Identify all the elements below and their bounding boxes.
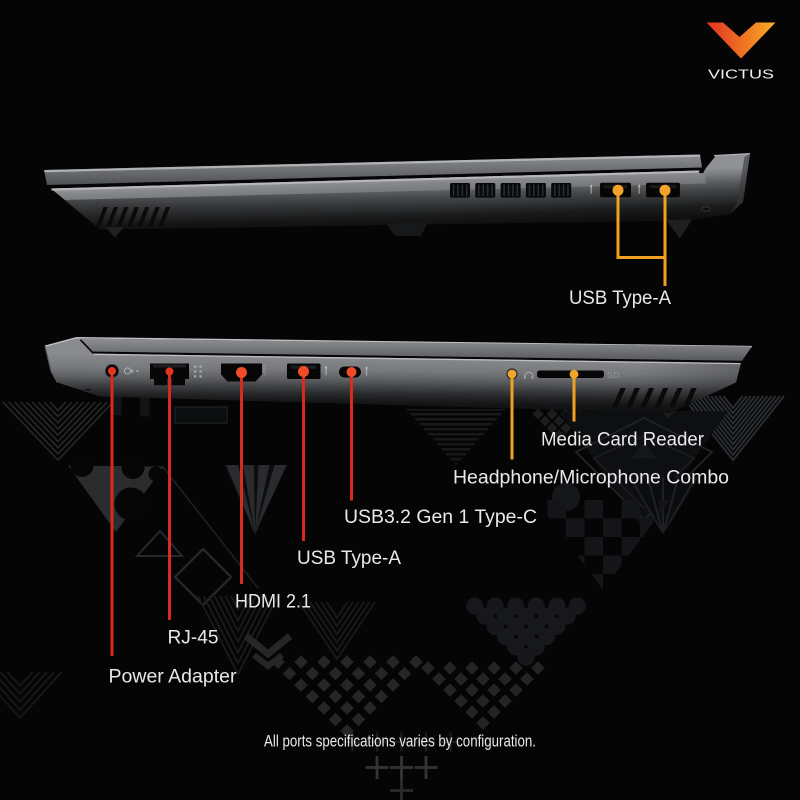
svg-text:Media Card Reader: Media Card Reader [541, 430, 705, 451]
svg-text:Headphone/Microphone Combo: Headphone/Microphone Combo [453, 468, 729, 489]
svg-text:HDMI: HDMI [262, 364, 267, 376]
svg-text:SD: SD [607, 370, 620, 380]
svg-text:USB Type-A: USB Type-A [297, 548, 401, 569]
svg-text:RJ-45: RJ-45 [168, 628, 219, 649]
svg-text:USB Type-A: USB Type-A [569, 288, 671, 309]
svg-text:All ports specifications varie: All ports specifications varies by confi… [264, 733, 536, 751]
svg-text:USB3.2 Gen 1 Type-C: USB3.2 Gen 1 Type-C [344, 507, 537, 528]
svg-text:VICTUS: VICTUS [708, 68, 774, 82]
svg-text:HDMI 2.1: HDMI 2.1 [235, 592, 311, 613]
svg-text:Power Adapter: Power Adapter [109, 667, 238, 688]
